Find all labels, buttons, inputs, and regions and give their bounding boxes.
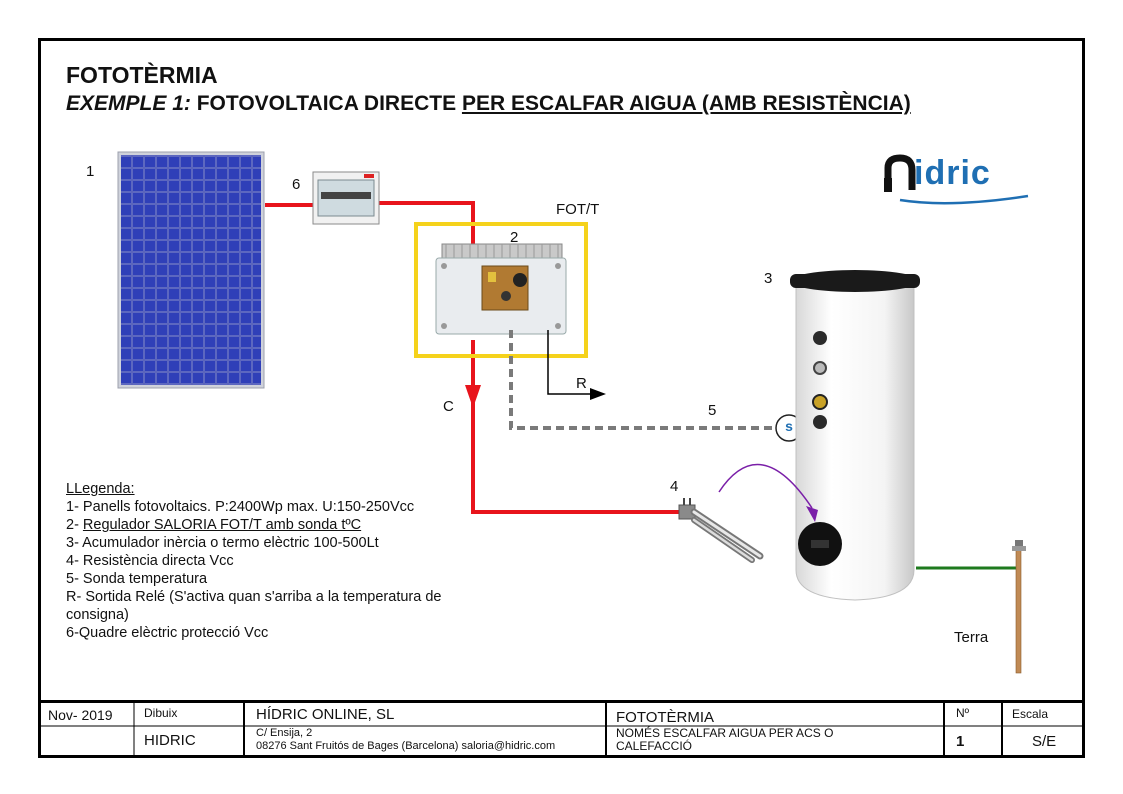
tb-company: HÍDRIC ONLINE, SL bbox=[256, 706, 395, 723]
sensor-cable bbox=[509, 330, 775, 430]
legend-item-6: 6-Quadre elèctric protecció Vcc bbox=[66, 625, 269, 641]
label-5: 5 bbox=[708, 402, 717, 419]
legend: LLegenda: 1- Panells fotovoltaics. P:240… bbox=[66, 480, 476, 642]
heating-element bbox=[678, 498, 764, 563]
legend-item-4: 4- Resistència directa Vcc bbox=[66, 553, 234, 569]
relay-output-line bbox=[547, 330, 606, 400]
label-6: 6 bbox=[292, 176, 301, 193]
tb-address2: 08276 Sant Fruitós de Bages (Barcelona) … bbox=[256, 740, 556, 752]
solar-panel bbox=[117, 151, 265, 389]
water-tank bbox=[790, 270, 920, 601]
label-2: 2 bbox=[510, 229, 519, 246]
hidric-logo: idric bbox=[880, 150, 1030, 213]
hidric-logo-mark bbox=[884, 154, 1029, 205]
tb-scale-label: Escala bbox=[1012, 707, 1049, 721]
legend-title: LLegenda: bbox=[66, 481, 135, 497]
tb-date: Nov- 2019 bbox=[48, 707, 113, 723]
sensor-label: s bbox=[785, 418, 793, 434]
page-title: FOTOTÈRMIA bbox=[66, 62, 218, 88]
legend-item-5: 5- Sonda temperatura bbox=[66, 571, 208, 587]
tb-dibuix-label: Dibuix bbox=[144, 706, 178, 720]
label-terra: Terra bbox=[954, 629, 989, 646]
controller-frame bbox=[414, 222, 588, 358]
insert-arrow bbox=[718, 463, 818, 522]
label-4: 4 bbox=[670, 478, 679, 495]
title-block-grid bbox=[38, 700, 1085, 758]
subtitle-main: FOTOVOLTAICA DIRECTE bbox=[196, 92, 462, 115]
protection-box bbox=[312, 171, 380, 225]
tb-dibuix-value: HIDRIC bbox=[144, 732, 196, 749]
tb-num-value: 1 bbox=[956, 733, 965, 750]
subtitle-underlined: PER ESCALFAR AIGUA (AMB RESISTÈNCIA) bbox=[461, 92, 911, 115]
legend-item-2-text: Regulador SALORIA FOT/T amb sonda tºC bbox=[82, 517, 362, 533]
tb-num-label: Nº bbox=[956, 706, 970, 720]
label-c: C bbox=[443, 398, 454, 415]
tb-address1: C/ Ensija, 2 bbox=[256, 727, 313, 739]
hidric-logo-text: idric bbox=[914, 154, 991, 192]
subtitle-prefix: EXEMPLE 1: bbox=[66, 92, 191, 115]
title-block: Nov- 2019 Dibuix HIDRIC HÍDRIC ONLINE, S… bbox=[38, 700, 1085, 758]
tb-scale-value: S/E bbox=[1032, 733, 1057, 750]
label-1: 1 bbox=[86, 163, 95, 180]
current-arrow bbox=[465, 385, 481, 408]
earth-rod bbox=[1012, 540, 1026, 674]
drawing-frame bbox=[38, 38, 1085, 758]
page-subtitle: EXEMPLE 1: FOTOVOLTAICA DIRECTE PER ESCA… bbox=[66, 92, 911, 116]
label-fot-t: FOT/T bbox=[556, 201, 600, 218]
legend-item-1: 1- Panells fotovoltaics. P:2400Wp max. U… bbox=[66, 499, 415, 515]
legend-item-r: R- Sortida Relé (S'activa quan s'arriba … bbox=[66, 589, 442, 623]
label-3: 3 bbox=[764, 270, 773, 287]
tb-description: NOMÉS ESCALFAR AIGUA PER ACS O CALEFACCI… bbox=[616, 726, 834, 753]
controller-device bbox=[435, 243, 567, 335]
legend-item-3: 3- Acumulador inèrcia o termo elèctric 1… bbox=[66, 535, 379, 551]
legend-item-2-prefix: 2- bbox=[66, 517, 83, 533]
legend-item-2: 2- Regulador SALORIA FOT/T amb sonda tºC bbox=[66, 516, 476, 534]
label-r: R bbox=[576, 375, 587, 392]
tb-project: FOTOTÈRMIA bbox=[616, 709, 715, 726]
